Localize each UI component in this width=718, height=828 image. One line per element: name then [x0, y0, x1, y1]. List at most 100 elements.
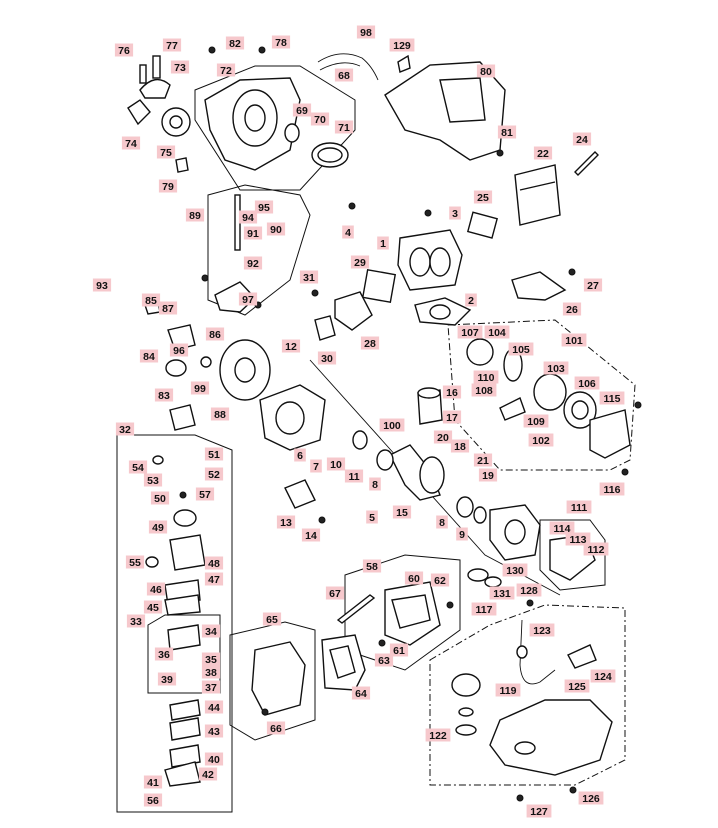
callout-22: 22 — [533, 146, 553, 160]
callout-number: 94 — [242, 212, 254, 224]
callout-number: 108 — [475, 385, 493, 397]
callout-number: 46 — [150, 584, 162, 596]
callout-number: 92 — [247, 258, 259, 270]
callout-background — [141, 293, 161, 307]
parts-artwork — [127, 46, 642, 802]
callout-background — [158, 301, 178, 315]
callout-background — [442, 410, 462, 424]
callout-number: 44 — [208, 702, 220, 714]
callout-number: 20 — [437, 432, 449, 444]
callout-46: 46 — [146, 582, 166, 596]
callout-number: 81 — [501, 127, 513, 139]
callout-90: 90 — [266, 222, 286, 236]
callout-127: 127 — [526, 804, 552, 818]
callout-number: 123 — [533, 625, 551, 637]
callout-background — [565, 532, 591, 546]
callout-28: 28 — [360, 336, 380, 350]
callout-49: 49 — [148, 520, 168, 534]
callout-129: 129 — [389, 38, 415, 52]
callout-110: 110 — [473, 370, 499, 384]
callout-24: 24 — [572, 132, 592, 146]
callout-84: 84 — [139, 349, 159, 363]
callout-background — [157, 672, 177, 686]
callout-69: 69 — [292, 103, 312, 117]
callout-background — [436, 515, 448, 529]
callout-20: 20 — [433, 430, 453, 444]
callout-number: 1 — [380, 238, 386, 250]
callout-71: 71 — [334, 120, 354, 134]
callout-background — [574, 376, 600, 390]
callout-number: 21 — [477, 455, 489, 467]
callout-81: 81 — [497, 125, 517, 139]
callout-number: 40 — [208, 754, 220, 766]
callout-background — [389, 38, 415, 52]
callout-background — [156, 145, 176, 159]
callout-background — [362, 559, 382, 573]
callout-number: 101 — [565, 335, 583, 347]
callout-background — [442, 385, 462, 399]
callout-background — [146, 582, 166, 596]
callout-background — [216, 63, 236, 77]
callout-2: 2 — [465, 293, 477, 307]
callout-number: 33 — [130, 616, 142, 628]
callout-111: 111 — [566, 500, 592, 514]
callout-background — [210, 407, 230, 421]
callout-background — [310, 459, 322, 473]
callout-background — [465, 293, 477, 307]
callout-background — [502, 563, 528, 577]
callout-126: 126 — [578, 791, 604, 805]
callout-background — [450, 439, 470, 453]
callout-number: 86 — [209, 329, 221, 341]
callout-background — [243, 226, 263, 240]
callout-number: 75 — [160, 147, 172, 159]
callout-background — [392, 505, 412, 519]
callout-background — [389, 643, 409, 657]
callout-number: 31 — [303, 272, 315, 284]
callout-background — [497, 125, 517, 139]
callout-background — [350, 255, 370, 269]
callout-number: 13 — [280, 517, 292, 529]
callout-number: 29 — [354, 257, 366, 269]
callout-number: 26 — [566, 304, 578, 316]
callout-108: 108 — [471, 383, 497, 397]
callout-38: 38 — [201, 665, 221, 679]
callout-background — [457, 325, 483, 339]
callout-number: 17 — [446, 412, 458, 424]
callout-102: 102 — [528, 433, 554, 447]
callout-number: 83 — [158, 390, 170, 402]
callout-background — [533, 146, 553, 160]
callout-background — [262, 612, 282, 626]
callout-background — [473, 453, 493, 467]
callout-109: 109 — [523, 414, 549, 428]
callout-34: 34 — [201, 624, 221, 638]
callout-10: 10 — [326, 457, 346, 471]
callout-number: 66 — [270, 723, 282, 735]
callout-number: 36 — [158, 649, 170, 661]
callout-91: 91 — [243, 226, 263, 240]
callout-60: 60 — [404, 571, 424, 585]
callout-background — [143, 775, 163, 789]
callout-100: 100 — [379, 418, 405, 432]
callout-7: 7 — [310, 459, 322, 473]
callout-background — [195, 487, 215, 501]
callout-background — [508, 342, 534, 356]
callout-105: 105 — [508, 342, 534, 356]
callout-number: 42 — [202, 769, 214, 781]
callout-11: 11 — [344, 469, 364, 483]
callout-background — [238, 210, 258, 224]
callout-number: 4 — [345, 227, 351, 239]
callout-background — [266, 721, 286, 735]
callout-background — [198, 767, 218, 781]
callout-number: 85 — [145, 295, 157, 307]
callout-number: 28 — [364, 338, 376, 350]
callout-number: 19 — [482, 470, 494, 482]
callout-50: 50 — [150, 491, 170, 505]
callout-70: 70 — [310, 112, 330, 126]
callout-background — [476, 64, 496, 78]
callout-background — [169, 343, 189, 357]
callout-number: 78 — [275, 37, 287, 49]
callout-43: 43 — [204, 724, 224, 738]
callout-number: 88 — [214, 409, 226, 421]
callout-number: 76 — [118, 45, 130, 57]
callout-number: 130 — [506, 565, 524, 577]
